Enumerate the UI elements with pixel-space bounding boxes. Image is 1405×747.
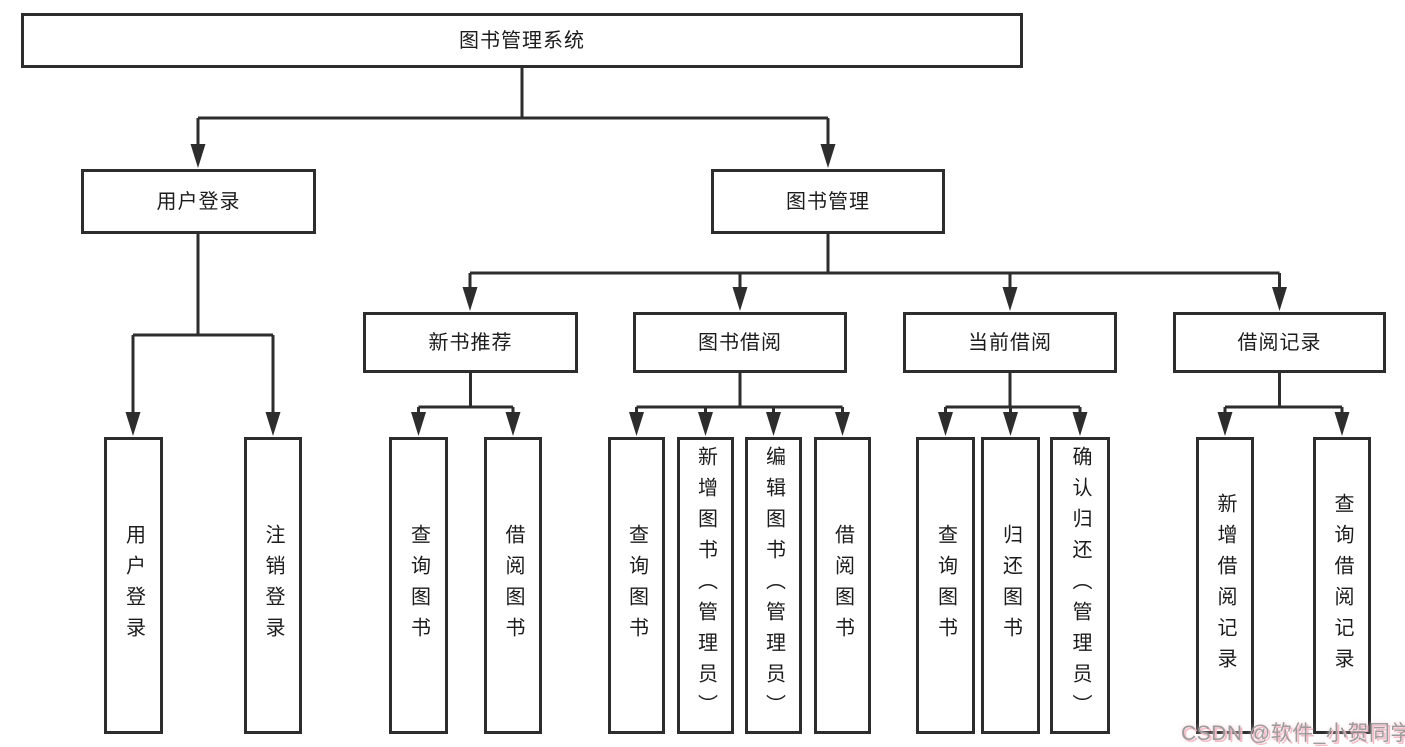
- leaf-query-borrow-record: 查询借阅记录: [1313, 437, 1371, 734]
- leaf-query-books-recommend: 查询图书: [389, 437, 448, 734]
- leaf-user-login-label: 用户登录: [122, 523, 145, 648]
- leaf-add-books-admin-label: 新增图书（管理员）: [694, 446, 717, 725]
- node-book-management: 图书管理: [711, 169, 945, 234]
- leaf-query-books-borrowing: 查询图书: [608, 437, 665, 734]
- leaf-query-borrow-record-label: 查询借阅记录: [1331, 492, 1353, 679]
- leaf-logout: 注销登录: [244, 437, 302, 734]
- leaf-confirm-return-admin-label: 确认归还（管理员）: [1069, 446, 1091, 725]
- leaf-query-books-recommend-label: 查询图书: [407, 523, 430, 648]
- leaf-add-borrow-record: 新增借阅记录: [1196, 437, 1254, 734]
- node-book-borrowing: 图书借阅: [633, 312, 847, 373]
- node-root: 图书管理系统: [21, 13, 1023, 68]
- leaf-borrow-books-recommend-label: 借阅图书: [502, 523, 524, 648]
- leaf-query-books-borrowing-label: 查询图书: [625, 523, 648, 648]
- leaf-return-books: 归还图书: [981, 437, 1040, 734]
- leaf-user-login: 用户登录: [104, 437, 163, 734]
- node-user-login-label: 用户登录: [156, 190, 241, 213]
- node-user-login: 用户登录: [81, 169, 316, 234]
- node-borrowing-records: 借阅记录: [1173, 312, 1386, 373]
- node-current-borrowing-label: 当前借阅: [968, 331, 1052, 354]
- node-current-borrowing: 当前借阅: [903, 312, 1117, 373]
- node-root-label: 图书管理系统: [459, 29, 585, 52]
- leaf-edit-books-admin-label: 编辑图书（管理员）: [762, 446, 785, 725]
- leaf-edit-books-admin: 编辑图书（管理员）: [745, 437, 802, 734]
- node-new-book-recommendation: 新书推荐: [363, 312, 578, 373]
- node-borrowing-records-label: 借阅记录: [1237, 331, 1322, 354]
- leaf-query-books-current-label: 查询图书: [934, 523, 957, 648]
- leaf-query-books-current: 查询图书: [916, 437, 975, 734]
- node-book-management-label: 图书管理: [786, 190, 870, 213]
- csdn-watermark: CSDN @软件_小贺同学: [1181, 722, 1405, 745]
- arrowheads: [125, 144, 1350, 436]
- leaf-confirm-return-admin: 确认归还（管理员）: [1050, 437, 1110, 734]
- leaf-add-borrow-record-label: 新增借阅记录: [1214, 492, 1236, 679]
- leaf-return-books-label: 归还图书: [999, 523, 1022, 648]
- leaf-logout-label: 注销登录: [262, 523, 284, 648]
- leaf-add-books-admin: 新增图书（管理员）: [677, 437, 734, 734]
- node-new-book-recommendation-label: 新书推荐: [428, 331, 513, 354]
- leaf-borrow-books-borrowing-label: 借阅图书: [831, 523, 854, 648]
- node-book-borrowing-label: 图书借阅: [698, 331, 782, 354]
- leaf-borrow-books-borrowing: 借阅图书: [814, 437, 871, 734]
- leaf-borrow-books-recommend: 借阅图书: [484, 437, 542, 734]
